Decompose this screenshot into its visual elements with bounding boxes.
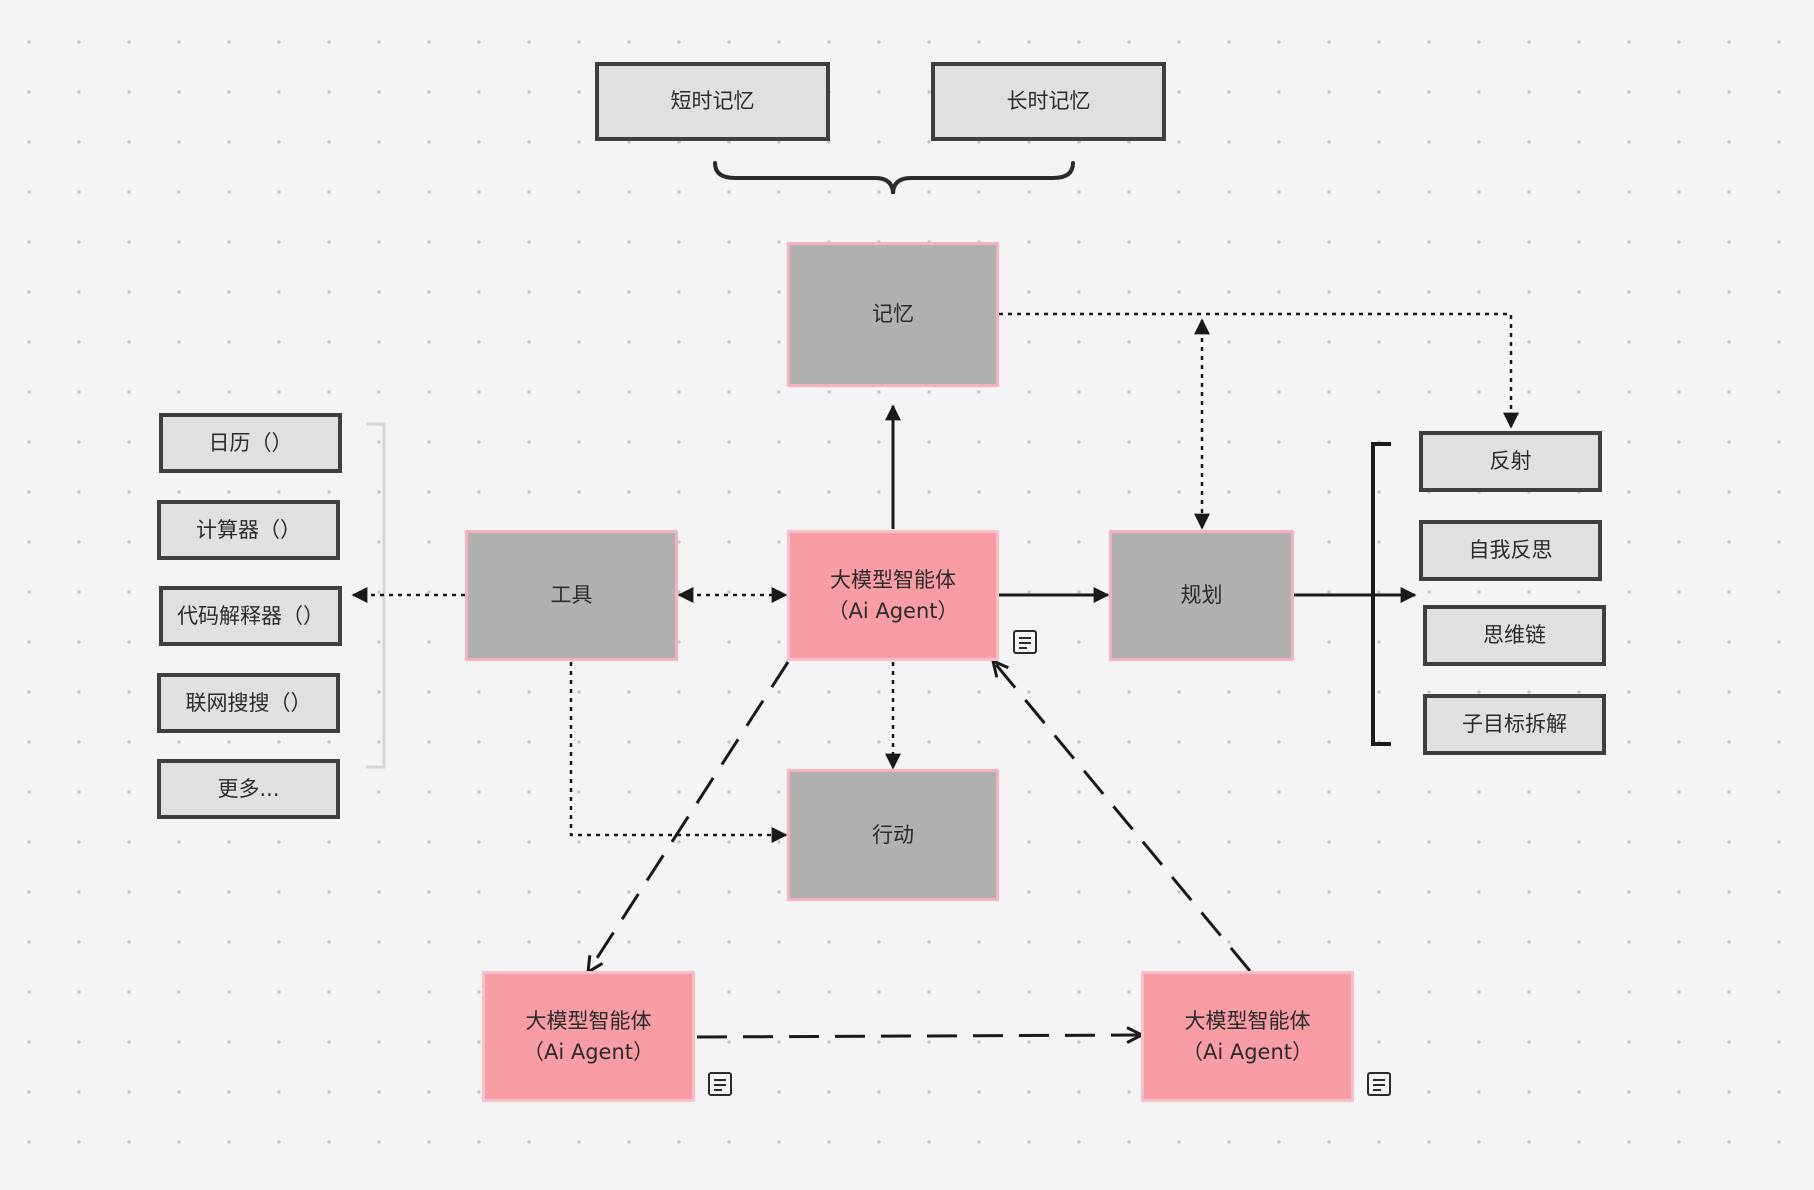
edge-agent-left-to-agent-right (696, 1035, 1142, 1037)
long-term-memory-box[interactable]: 长时记忆 (931, 62, 1166, 141)
tool-item-calculator[interactable]: 计算器（） (157, 500, 340, 560)
memory-node[interactable]: 记忆 (787, 242, 999, 387)
planning-item-chain-of-thought[interactable]: 思维链 (1423, 605, 1606, 666)
short-term-memory-box[interactable]: 短时记忆 (595, 62, 830, 141)
agent-node-center[interactable]: 大模型智能体 （Ai Agent） (787, 530, 999, 661)
tool-item-label: 计算器（） (196, 517, 301, 542)
planning-item-reflection[interactable]: 反射 (1419, 431, 1602, 492)
note-icon[interactable] (1013, 630, 1037, 654)
edge-agent-to-agent-left (588, 661, 790, 972)
tools-node-label: 工具 (550, 583, 593, 608)
agent-node-left-name: 大模型智能体 (525, 1009, 652, 1034)
planning-item-label: 思维链 (1483, 623, 1546, 648)
note-icon[interactable] (708, 1072, 732, 1096)
memory-group-brace (713, 161, 1075, 195)
agent-node-right[interactable]: 大模型智能体 （Ai Agent） (1141, 971, 1354, 1102)
planning-item-label: 反射 (1489, 449, 1532, 474)
tool-item-more[interactable]: 更多... (157, 759, 340, 819)
agent-node-right-sub: （Ai Agent） (1181, 1039, 1314, 1064)
planning-item-subgoal-decomposition[interactable]: 子目标拆解 (1423, 694, 1606, 755)
planning-item-label: 子目标拆解 (1462, 712, 1567, 737)
tool-item-web-search[interactable]: 联网搜搜（） (157, 673, 340, 733)
tools-node[interactable]: 工具 (465, 530, 678, 661)
edge-agent-right-to-agent (993, 661, 1252, 972)
agent-node-right-name: 大模型智能体 (1184, 1009, 1311, 1034)
long-term-memory-label: 长时记忆 (1006, 89, 1091, 114)
memory-node-label: 记忆 (872, 302, 914, 327)
tool-item-label: 日历（） (208, 430, 293, 455)
tool-item-label: 更多... (217, 776, 280, 801)
edge-memory-to-reflection (999, 312, 1519, 429)
edge-tools-to-action (569, 662, 788, 843)
tool-item-label: 代码解释器（） (177, 603, 324, 628)
short-term-memory-label: 短时记忆 (670, 89, 755, 114)
planning-node-label: 规划 (1180, 583, 1223, 608)
tool-item-code-interpreter[interactable]: 代码解释器（） (159, 586, 342, 646)
planning-node[interactable]: 规划 (1109, 530, 1294, 661)
tool-item-calendar[interactable]: 日历（） (159, 413, 342, 473)
tool-item-label: 联网搜搜（） (185, 690, 312, 715)
agent-node-left[interactable]: 大模型智能体 （Ai Agent） (482, 971, 695, 1102)
planning-item-label: 自我反思 (1468, 538, 1553, 563)
agent-node-left-sub: （Ai Agent） (522, 1039, 655, 1064)
planning-item-self-reflection[interactable]: 自我反思 (1419, 520, 1602, 581)
action-node[interactable]: 行动 (787, 769, 999, 901)
agent-node-center-sub: （Ai Agent） (827, 598, 959, 623)
note-icon[interactable] (1367, 1072, 1391, 1096)
action-node-label: 行动 (872, 822, 914, 847)
agent-node-center-name: 大模型智能体 (830, 568, 956, 593)
